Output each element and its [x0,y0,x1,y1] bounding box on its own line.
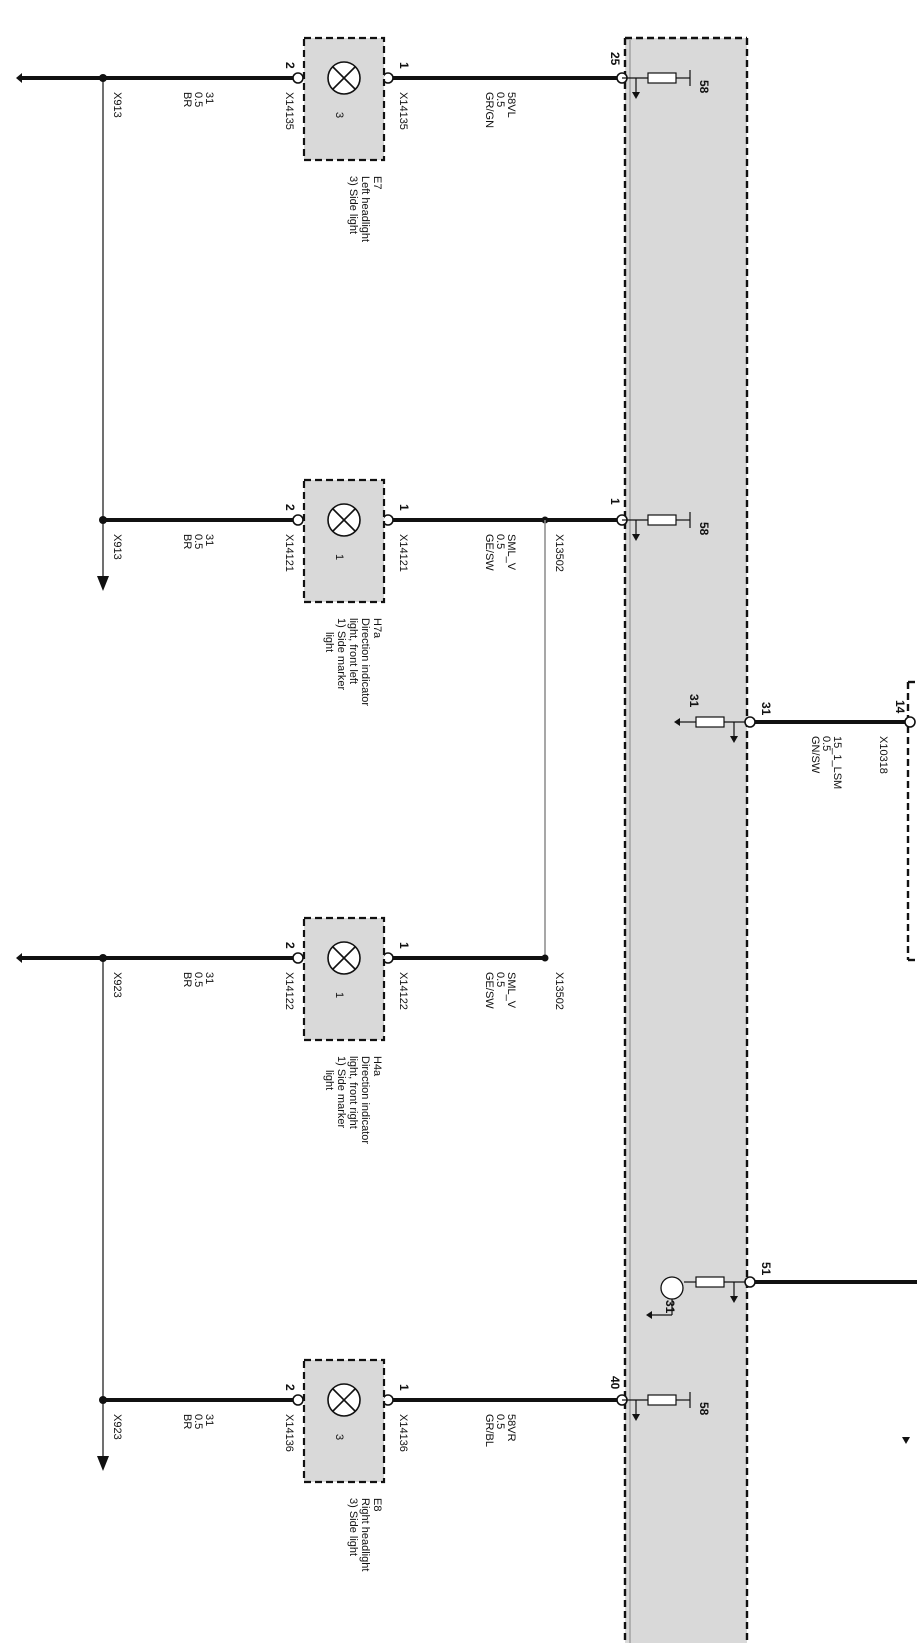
w3-color: GN/SW [809,736,821,774]
w2-signal: SML_V [505,534,517,571]
h7a-ref: H7a [371,618,383,639]
g1-size: 0.5 [192,92,204,107]
e7-conn-right: X14135 [397,92,409,130]
e8-pin-left: 2 [283,1384,297,1391]
module-term-58-3: 58 [697,1402,711,1416]
h7a-sub: 1) Side marker [335,618,347,690]
e7-pin-right: 1 [397,62,411,69]
w4-size: 0.5 [494,972,506,987]
w4-signal: SML_V [505,972,517,1009]
h4a-pin-left: 2 [283,942,297,949]
g3-color: BR [181,972,193,987]
h4a-conn-right: X14122 [397,972,409,1010]
g4-splice: X923 [111,1414,123,1440]
e7-title: Left headlight [359,176,371,242]
e7-ref: E7 [371,176,383,189]
control-module-box [625,38,747,1643]
lamp-e8[interactable] [302,1358,386,1484]
g4-size: 0.5 [192,1414,204,1429]
g1-splice: X913 [111,92,123,118]
splice-x13502-top: X13502 [553,534,565,572]
g4-signal: 31 [203,1414,215,1426]
w1-color: GR/GN [483,92,495,128]
module-pin-51: 51 [759,1262,773,1276]
h4a-sub: 1) Side marker [335,1056,347,1128]
w3-size: 0.5 [820,736,832,751]
g1-signal: 31 [203,92,215,104]
lamp-e7[interactable] [302,36,386,162]
x10318-pin-14: 14 [893,700,907,714]
module-term-58-2: 58 [697,522,711,536]
g2-color: BR [181,534,193,549]
h7a-title: Direction indicator [359,618,371,706]
module-term-58-1: 58 [697,80,711,94]
e7-sub: 3) Side light [347,176,359,234]
row-h4a: 2 1 1 X14122 X14122 H4a Direction indica… [16,916,565,1400]
g3-splice: X923 [111,972,123,998]
e8-pin-right: 1 [397,1384,411,1391]
e8-sub: 3) Side light [347,1498,359,1556]
w5-size: 0.5 [494,1414,506,1429]
e8-conn-right: X14136 [397,1414,409,1452]
module-term-31-1: 31 [687,694,701,708]
module-pin-25: 25 [608,52,622,66]
w3-signal: 15_1_LSM [831,736,843,789]
module-pin-40: 40 [608,1376,622,1390]
row-h7a: 2 1 1 X14121 X14121 H7a Direction indica… [97,478,711,958]
w2-color: GE/SW [483,534,495,571]
h4a-conn-left: X14122 [283,972,295,1010]
h4a-title2: light, front right [347,1056,359,1129]
h7a-pin-right: 1 [397,504,411,511]
row-pin51: 51 31 [646,1262,917,1444]
w5-signal: 58VR [505,1414,517,1442]
row-e8: 2 1 3 X14136 X14136 E8 Right headlight 3… [97,1358,711,1571]
g3-size: 0.5 [192,972,204,987]
e8-conn-left: X14136 [283,1414,295,1452]
e8-number: 3 [333,1434,345,1440]
h4a-pin-right: 1 [397,942,411,949]
module-pin-31: 31 [759,702,773,716]
e8-title: Right headlight [359,1498,371,1571]
g3-signal: 31 [203,972,215,984]
e7-conn-left: X14135 [283,92,295,130]
h4a-sub2: light [323,1070,335,1090]
lamp-h7a[interactable] [302,478,386,604]
h4a-title: Direction indicator [359,1056,371,1144]
h7a-title2: light, front left [347,618,359,684]
x10318-label: X10318 [877,736,889,774]
h4a-ref: H4a [371,1056,383,1077]
module-term-31-2: 31 [663,1300,677,1314]
row-e7: 2 1 3 X14135 X14135 E7 Left headlight 3)… [16,36,711,520]
h7a-number: 1 [333,554,345,560]
w5-color: GR/BL [483,1414,495,1447]
h7a-conn-left: X14121 [283,534,295,572]
h7a-sub2: light [323,632,335,652]
h7a-conn-right: X14121 [397,534,409,572]
lamp-h4a[interactable] [302,916,386,1042]
g4-color: BR [181,1414,193,1429]
g2-splice: X913 [111,534,123,560]
row-x10318: 31 14 X10318 15_1_LSM 0.5 GN/SW 31 [674,694,916,789]
w4-color: GE/SW [483,972,495,1009]
g2-size: 0.5 [192,534,204,549]
w1-size: 0.5 [494,92,506,107]
w2-size: 0.5 [494,534,506,549]
e8-ref: E8 [371,1498,383,1511]
e7-number: 3 [333,112,345,118]
h4a-number: 1 [333,992,345,998]
e7-pin-left: 2 [283,62,297,69]
module-pin-1: 1 [608,498,622,505]
g2-signal: 31 [203,534,215,546]
g1-color: BR [181,92,193,107]
w1-signal: 58VL [505,92,517,118]
h7a-pin-left: 2 [283,504,297,511]
splice-x13502-bottom: X13502 [553,972,565,1010]
